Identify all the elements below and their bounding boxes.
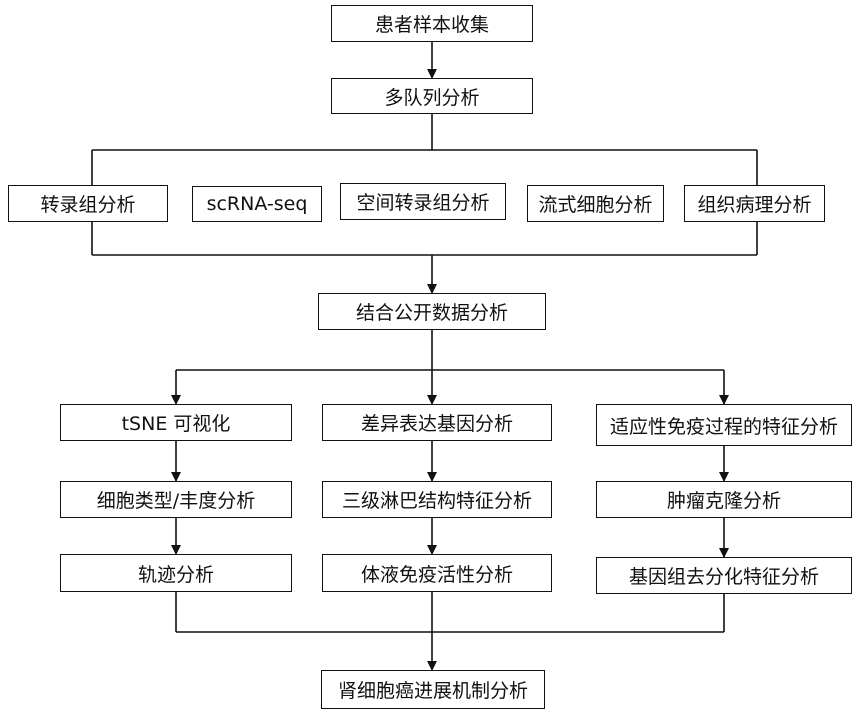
- node-humoral: 体液免疫活性分析: [322, 554, 552, 592]
- node-transcriptome: 转录组分析: [8, 185, 168, 222]
- node-adaptive: 适应性免疫过程的特征分析: [596, 404, 852, 446]
- node-tls: 三级淋巴结构特征分析: [322, 481, 552, 518]
- node-cell-type: 细胞类型/丰度分析: [60, 481, 292, 518]
- node-trajectory: 轨迹分析: [60, 554, 292, 592]
- node-histopath: 组织病理分析: [684, 185, 825, 222]
- node-deg: 差异表达基因分析: [322, 404, 552, 441]
- node-scrna: scRNA-seq: [192, 186, 322, 222]
- node-flow: 流式细胞分析: [527, 185, 664, 222]
- node-tsne: tSNE 可视化: [60, 404, 292, 441]
- node-mechanism: 肾细胞癌进展机制分析: [321, 670, 545, 709]
- node-genome-diff: 基因组去分化特征分析: [596, 557, 852, 594]
- node-collect: 患者样本收集: [331, 5, 533, 42]
- node-public-data: 结合公开数据分析: [318, 293, 546, 330]
- node-clonal: 肿瘤克隆分析: [596, 481, 852, 518]
- node-multicohort: 多队列分析: [331, 78, 533, 114]
- node-spatial: 空间转录组分析: [340, 183, 506, 220]
